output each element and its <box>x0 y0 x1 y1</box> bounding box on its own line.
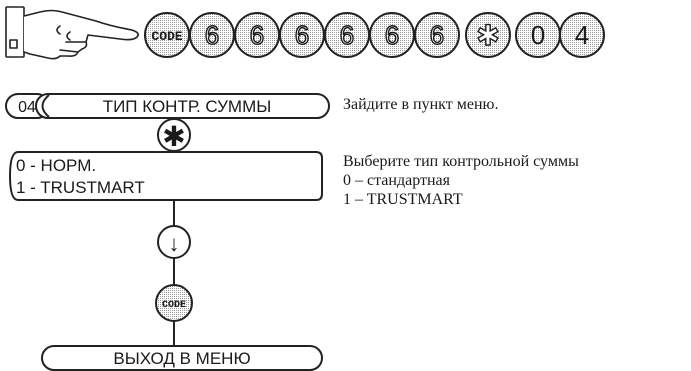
key-label: 6 <box>340 20 354 50</box>
instruction-step2: Выберите тип контрольной суммы <box>343 153 579 170</box>
key-star: ✱ <box>465 12 511 58</box>
key-4: 4 <box>559 12 605 58</box>
instruction-step1: Зайдите в пункт меню. <box>343 96 499 113</box>
key-label: 6 <box>295 20 309 50</box>
key-6-d: 6 <box>324 12 370 58</box>
instruction-option0: 0 – стандартная <box>343 172 450 189</box>
menu-flow <box>5 93 330 371</box>
star-icon: ✱ <box>162 121 185 152</box>
arrow-key-circle <box>157 225 191 259</box>
key-label: 6 <box>205 20 219 50</box>
menu-item-title: ТИП КОНТР. СУММЫ <box>103 97 272 116</box>
key-6-f: 6 <box>414 12 460 58</box>
key-label: 6 <box>430 20 444 50</box>
key-sequence: CODE 6 6 6 6 6 6 ✱ <box>144 12 605 58</box>
code-key-label: CODE <box>151 29 182 44</box>
exit-label: ВЫХОД В МЕНЮ <box>113 349 250 368</box>
code-key-label: CODE <box>162 300 186 311</box>
key-label: 0 <box>531 20 545 50</box>
pointing-hand-icon <box>5 6 139 60</box>
key-label: 6 <box>250 20 264 50</box>
instruction-option1: 1 – TRUSTMART <box>343 191 463 208</box>
code-key: CODE <box>144 12 190 58</box>
options-box <box>8 151 323 201</box>
arrow-down-icon: ↓ <box>169 231 180 256</box>
menu-option-1: 1 - TRUSTMART <box>16 178 145 197</box>
exit-oval <box>41 345 323 371</box>
code-key-circle <box>155 284 193 322</box>
menu-item-number: 04 <box>18 99 36 116</box>
key-0: 0 <box>515 12 561 58</box>
menu-title-oval <box>35 93 330 119</box>
key-6-b: 6 <box>234 12 280 58</box>
key-label: 4 <box>575 20 589 50</box>
menu-option-0: 0 - НОРМ. <box>16 156 96 175</box>
key-6-c: 6 <box>279 12 325 58</box>
key-6-a: 6 <box>189 12 235 58</box>
key-6-e: 6 <box>369 12 415 58</box>
key-label: 6 <box>385 20 399 50</box>
star-icon: ✱ <box>476 20 499 51</box>
